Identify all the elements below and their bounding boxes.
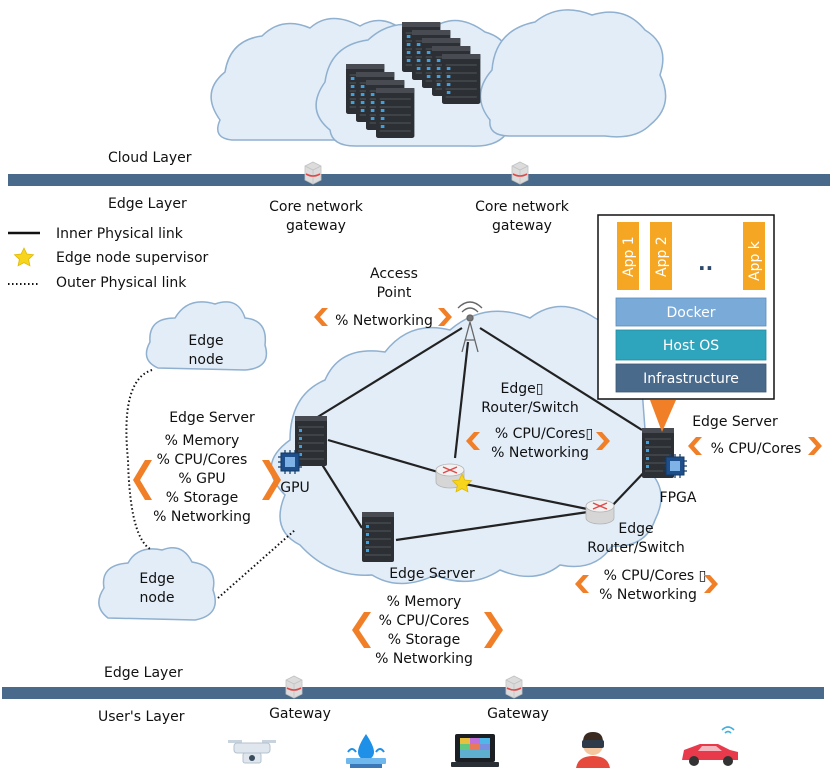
access-point-label-l1: Access [370,266,418,282]
center-router-title-l2: Router/Switch [481,400,578,416]
edge-node-1-label-l2: node [189,352,224,368]
user-gateway-1-icon [285,675,303,699]
legend-supervisor: Edge node supervisor [56,250,209,266]
inner-links [315,327,651,542]
apps-ellipsis: .. [698,251,713,275]
connected-car-icon [682,726,738,766]
user-gateway-2-label: Gateway [487,706,549,722]
water-sensor-icon [346,734,386,768]
outer-link-node1-node2 [125,369,153,551]
infrastructure-layer [615,363,767,393]
core-gateway-1-icon [304,161,322,185]
center-router-title-l1: Edge▯ [501,381,544,397]
user-gateway-2-icon [505,675,523,699]
edge-node-cloud-2 [98,547,216,621]
edge-node-cloud-1 [145,301,268,371]
edge-node-2-label-l1: Edge [139,571,174,587]
edge-user-layer-bar [2,687,824,699]
app-1-box [617,222,639,290]
right-server-chevron-right [808,437,822,455]
access-point-label-l2: Point [377,285,412,301]
gpu-label: GPU [280,480,310,496]
fpga-chip-icon [662,453,688,479]
legend: Inner Physical link Edge node supervisor… [8,226,209,291]
stack-callout-pointer [650,400,676,432]
right-router-title-l1: Edge [618,521,653,537]
fpga-label: FPGA [660,490,697,506]
core-gateway-1-label-l1: Core network [269,199,364,215]
right-server-chevron-left [688,437,702,455]
center-router-resource-1: % CPU/Cores▯ [495,426,593,442]
docker-layer [615,297,767,327]
right-router-icon [585,499,615,525]
left-server-chevron-left [133,460,152,500]
right-router-title-l2: Router/Switch [587,540,684,556]
access-point-resource: % Networking [335,313,433,329]
legend-inner-link: Inner Physical link [56,226,184,242]
app-k-label: App k [747,240,763,281]
left-server-chevron-right [262,460,281,500]
left-server-resource-3: % GPU [178,471,225,487]
access-point-chevron-right [438,308,452,326]
legend-outer-link: Outer Physical link [56,275,187,291]
app-k-box [743,222,765,290]
left-server-resource-5: % Networking [153,509,251,525]
edge-layer-bottom-label: Edge Layer [104,665,183,681]
gpu-chip-icon [277,449,303,475]
bottom-server-chevron-right [484,612,503,648]
users-layer-label: User's Layer [98,709,185,725]
core-gateway-1-label-l2: gateway [286,218,346,234]
app-2-box [650,222,672,290]
bottom-server-resource-4: % Networking [375,651,473,667]
bottom-server-resource-3: % Storage [388,632,461,648]
laptop-icon [451,734,499,767]
left-edge-server-icon [294,415,328,467]
vr-user-icon [576,732,610,768]
infrastructure-label: Infrastructure [643,371,739,387]
drone-icon [228,740,276,764]
core-gateway-2-label-l1: Core network [475,199,570,215]
bottom-server-chevron-left [352,612,371,648]
core-gateway-2-icon [511,161,529,185]
host-os-layer [615,329,767,361]
app-1-label: App 1 [621,236,637,277]
bottom-server-resource-2: % CPU/Cores [379,613,470,629]
access-point-icon [457,301,483,353]
docker-label: Docker [666,305,715,321]
edge-node-1-label-l1: Edge [188,333,223,349]
right-router-resource-2: % Networking [599,587,697,603]
outer-link-node2-cloud [217,529,296,599]
cloud-layer-label: Cloud Layer [108,150,192,166]
edge-node-2-label-l2: node [140,590,175,606]
right-edge-server-title: Edge Server [692,414,778,430]
host-os-label: Host OS [663,338,719,354]
bottom-server-resource-1: % Memory [387,594,462,610]
access-point-chevron-left [314,308,328,326]
left-edge-server-title: Edge Server [169,410,255,426]
app-2-label: App 2 [654,236,670,277]
right-server-resource-1: % CPU/Cores [711,441,802,457]
cloud-edge-layer-bar [8,174,830,186]
left-server-resource-4: % Storage [166,490,239,506]
user-gateway-1-label: Gateway [269,706,331,722]
right-router-resource-1: % CPU/Cores ▯ [604,568,707,584]
supervisor-star-icon [451,473,473,493]
core-gateway-2-label-l2: gateway [492,218,552,234]
left-server-resource-2: % CPU/Cores [157,452,248,468]
right-router-chevron-left [575,575,589,593]
center-router-resource-2: % Networking [491,445,589,461]
bottom-edge-server-title: Edge Server [389,566,475,582]
bottom-edge-server-icon [361,511,395,563]
left-server-resource-1: % Memory [165,433,240,449]
star-icon [13,247,35,267]
edge-layer-top-label: Edge Layer [108,196,187,212]
